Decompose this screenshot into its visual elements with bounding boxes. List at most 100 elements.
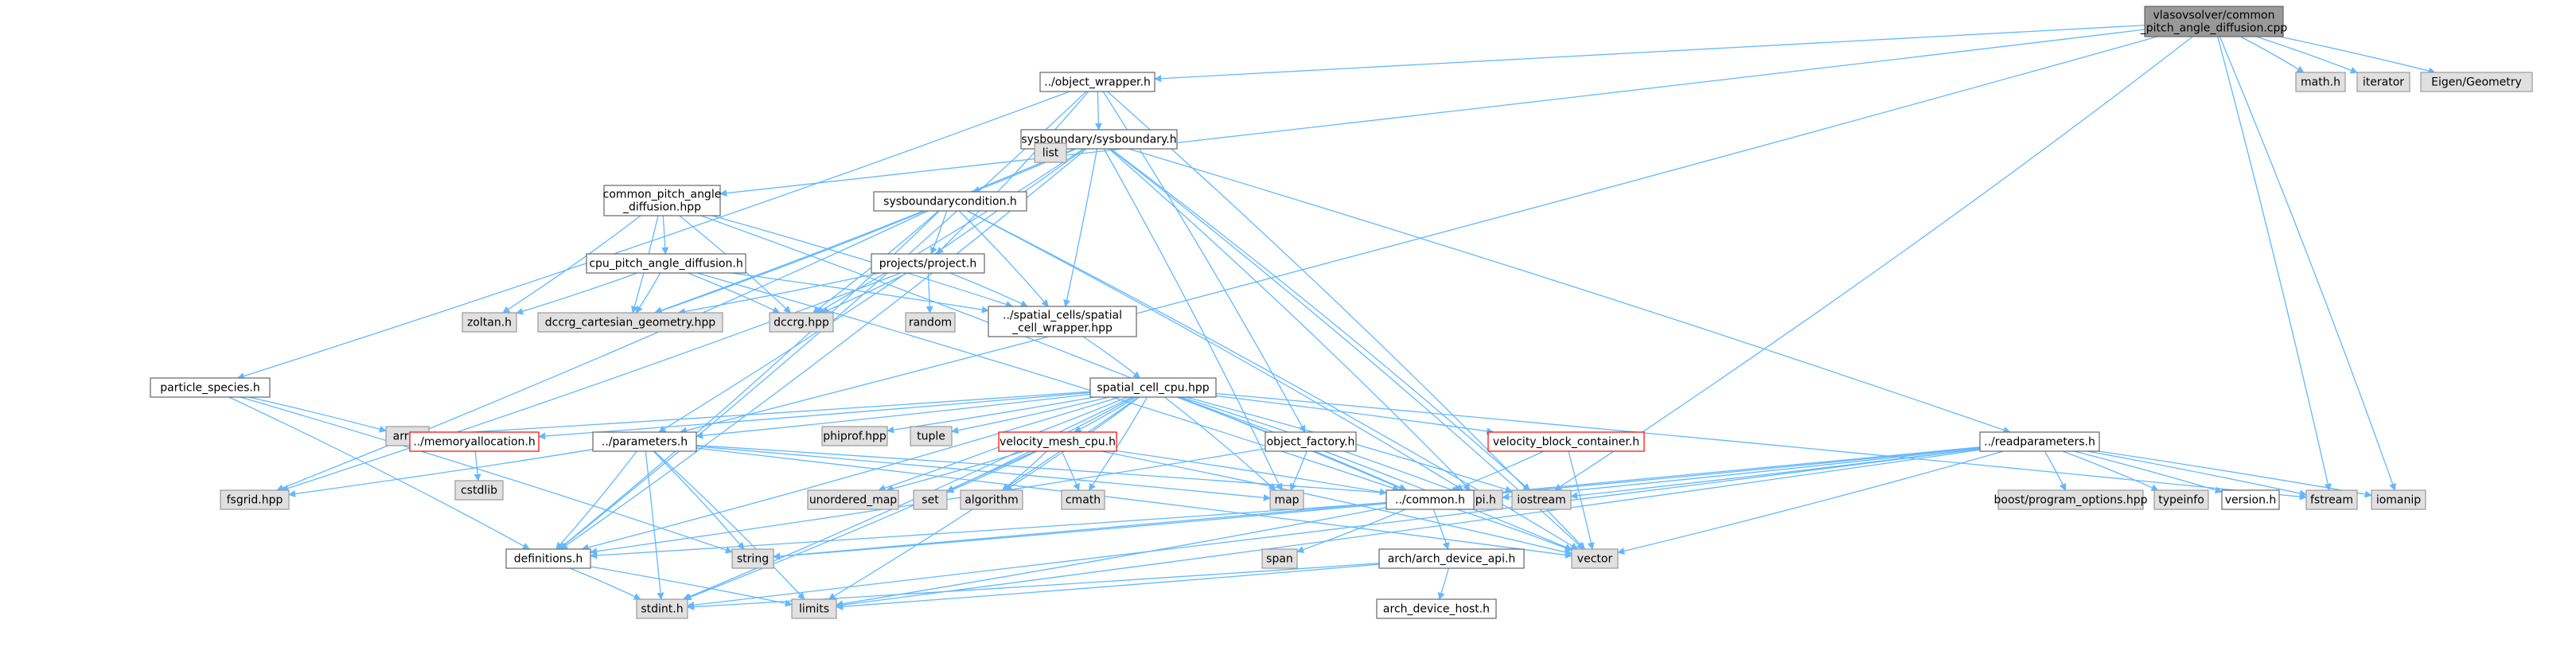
node-box [1034,142,1067,163]
edge-sysboundary-to-iostream [1110,148,1530,491]
edge-velmesh-to-common [1116,450,1387,496]
node-fstream: fstream [2305,489,2358,510]
node-eigen: Eigen/Geometry [2420,72,2533,92]
node-limits: limits [791,598,837,619]
node-label: iostream [1517,494,1566,507]
edge-projects-to-fsgrid [281,272,902,492]
node-box [807,489,899,510]
node-cpad[interactable]: common_pitch_angle_diffusion.hpp [603,185,722,216]
edge-readparams-to-vector [1617,450,2004,555]
node-label: random [909,317,952,329]
edge-sysboundary-to-readparams [1128,148,2011,434]
node-label: zoltan.h [467,317,512,329]
node-box [150,377,271,398]
edge-archapi-to-archhost [1437,567,1450,600]
node-box [873,191,1027,212]
node-box [537,312,723,333]
edge-velmesh-to-stdint [684,450,1035,601]
edge-sysboundary-to-mpih [1109,148,1471,491]
node-common[interactable]: ../common.h [1385,489,1475,510]
edge-sbc-to-scwrap [958,210,1049,307]
node-fsgrid: fsgrid.hpp [220,489,290,510]
node-definitions[interactable]: definitions.h [505,548,591,569]
node-label: map [1274,494,1299,507]
node-label: cstdlib [461,485,497,497]
edge-projects-to-dccrg [820,272,908,314]
node-label: ../spatial_cells/spatial [1003,310,1122,322]
edge-spatialcpu-to-map [1163,396,1276,491]
node-archhost[interactable]: arch_device_host.h [1376,598,1497,619]
node-projects[interactable]: projects/project.h [871,253,985,274]
node-vector: vector [1571,548,1619,569]
edge-definitions-to-limits [590,566,793,607]
node-box [821,426,888,446]
edge-spatialcpu-to-cmath [1088,396,1148,491]
edge-sysboundary-to-vector [1109,148,1584,550]
edge-root-to-fstream [2217,36,2332,491]
node-label: phiprof.hpp [823,431,887,443]
node-box [1269,489,1304,510]
edge-cpu_pad-to-scwrap [731,272,989,314]
node-box [960,489,1023,510]
edge-root-to-cpad [719,29,2145,197]
node-tuple: tuple [910,426,953,446]
edge-readparams-to-fstream [2087,450,2307,497]
node-label: cpu_pitch_angle_diffusion.h [589,258,742,271]
edge-velmesh-to-set [946,450,1037,493]
node-versionh[interactable]: version.h [2221,489,2280,510]
node-box [1571,548,1619,569]
node-box [454,480,504,501]
node-label: list [1042,147,1059,160]
node-archapi[interactable]: arch/arch_device_api.h [1378,548,1525,569]
node-memalloc[interactable]: ../memoryallocation.h [409,431,540,452]
node-label: stdint.h [641,603,683,616]
edge-velblock-to-vector [1568,450,1595,550]
node-velblock[interactable]: velocity_block_container.h [1487,431,1645,452]
node-map: map [1269,489,1304,510]
edge-archapi-to-limits [836,563,1380,610]
node-cpu_pad[interactable]: cpu_pitch_angle_diffusion.h [586,253,746,274]
edge-objfactory-to-map [1290,450,1307,491]
node-label: version.h [2225,494,2277,507]
node-box [2420,72,2533,92]
node-label: ../object_wrapper.h [1044,76,1151,89]
node-spatialcpu[interactable]: spatial_cell_cpu.hpp [1089,377,1217,398]
node-iterator: iterator [2356,72,2410,92]
node-label: _diffusion.hpp [622,201,701,214]
edge-spatialcpu-to-memalloc [538,392,1091,440]
node-params[interactable]: ../parameters.h [592,431,697,452]
edge-sbc-to-dccrgcart [654,210,926,314]
edge-velblock-to-common [1452,450,1545,492]
node-box [2144,6,2284,37]
node-label: vlasovsolver/common [2153,10,2275,22]
node-label: iterator [2363,76,2404,89]
node-box [871,253,985,274]
edge-spatialcpu-to-definitions [581,396,1120,552]
node-cstdlib: cstdlib [454,480,504,501]
edge-velmesh-to-unordered [886,450,1024,493]
node-box [603,185,721,216]
edge-velmesh-to-vector [1101,450,1572,556]
node-readparams[interactable]: ../readparameters.h [1979,431,2100,452]
node-scwrap[interactable]: ../spatial_cells/spatial_cell_wrapper.hp… [988,306,1137,337]
node-label: cmath [1066,494,1101,507]
node-label: boost/program_options.hpp [1994,494,2148,507]
edge-readparams-to-typeinfo [2063,450,2159,491]
node-box [1385,489,1475,510]
node-label: ../memoryallocation.h [413,436,535,449]
node-objfactory[interactable]: object_factory.h [1265,431,1357,452]
node-sbc[interactable]: sysboundarycondition.h [873,191,1027,212]
node-objwrap[interactable]: ../object_wrapper.h [1039,72,1155,92]
node-label: _cell_wrapper.hpp [1011,322,1113,335]
node-box [1265,431,1357,452]
node-box [636,598,688,619]
node-box [1997,489,2144,510]
node-particle[interactable]: particle_species.h [150,377,271,398]
edge-cpu_pad-to-dccrgcart [635,272,661,314]
node-box [1487,431,1645,452]
edge-readparams-to-mpih [1502,447,1981,501]
edge-params-to-mpih [696,444,1459,501]
node-velmesh[interactable]: velocity_mesh_cpu.h [998,431,1117,452]
node-root[interactable]: vlasovsolver/common_pitch_angle_diffusio… [2140,6,2288,37]
node-stdint: stdint.h [636,598,688,619]
